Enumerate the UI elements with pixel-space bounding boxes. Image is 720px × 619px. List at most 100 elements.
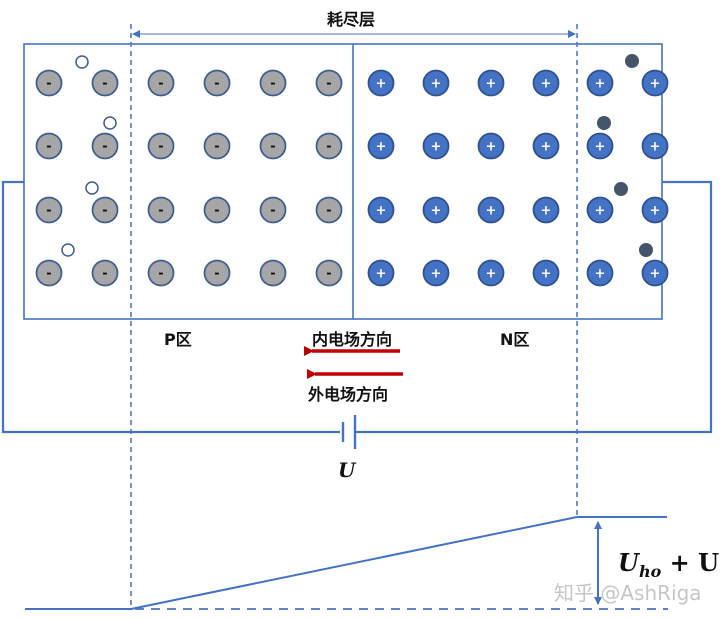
p-region-label: P区 [164, 330, 192, 349]
svg-text:-: - [270, 267, 275, 282]
electron-icon [597, 116, 611, 130]
negative-ion-icon: - [203, 132, 231, 160]
svg-text:+: + [541, 267, 552, 282]
negative-ion-icon: - [91, 69, 119, 97]
svg-text:-: - [214, 140, 219, 155]
hole-icon [85, 181, 99, 195]
positive-ion-icon: + [641, 196, 669, 224]
svg-text:-: - [102, 204, 107, 219]
svg-text:+: + [595, 267, 606, 282]
positive-ion-icon: + [586, 259, 614, 287]
svg-text:-: - [270, 140, 275, 155]
holes [61, 55, 117, 257]
positive-ion-icon: + [422, 196, 450, 224]
watermark: 知乎 @AshRiga [554, 581, 702, 605]
negative-ion-icon: - [91, 132, 119, 160]
potential-main: U [618, 548, 639, 577]
negative-ion-icon: - [203, 69, 231, 97]
positive-ion-icon: + [477, 132, 505, 160]
svg-text:-: - [270, 77, 275, 92]
depletion-layer-label: 耗尽层 [327, 10, 376, 29]
svg-text:-: - [214, 267, 219, 282]
svg-text:-: - [102, 267, 107, 282]
svg-text:+: + [431, 77, 442, 92]
positive-ion-icon: + [532, 259, 560, 287]
negative-ion-icon: - [203, 259, 231, 287]
potential-subscript: ho [638, 561, 662, 581]
positive-ion-icon: + [586, 69, 614, 97]
positive-ion-icon: + [641, 259, 669, 287]
positive-ion-icon: + [641, 132, 669, 160]
svg-text:-: - [46, 267, 51, 282]
circuit-wire-right [356, 180, 713, 434]
svg-text:-: - [214, 204, 219, 219]
negative-ion-icon: - [91, 196, 119, 224]
svg-text:-: - [158, 140, 163, 155]
hole-icon [103, 116, 117, 130]
positive-ion-icon: + [422, 69, 450, 97]
svg-text:+: + [431, 140, 442, 155]
svg-text:+: + [376, 77, 387, 92]
hole-icon [61, 243, 75, 257]
external-field-label: 外电场方向 [308, 385, 389, 404]
negative-ion-icon: - [259, 259, 287, 287]
negative-ion-icon: - [259, 132, 287, 160]
negative-ion-icon: - [147, 69, 175, 97]
negative-ion-icon: - [35, 132, 63, 160]
svg-text:-: - [326, 204, 331, 219]
svg-text:+: + [431, 267, 442, 282]
positive-ion-icon: + [422, 132, 450, 160]
negative-ion-icon: - [35, 196, 63, 224]
electron-icon [639, 243, 653, 257]
semiconductor-block [23, 43, 663, 320]
svg-text:-: - [326, 77, 331, 92]
svg-text:+: + [376, 267, 387, 282]
positive-ion-icon: + [586, 196, 614, 224]
svg-text:+: + [486, 140, 497, 155]
potential-suffix: + U [661, 548, 719, 577]
svg-text:+: + [431, 204, 442, 219]
negative-ion-icon: - [315, 259, 343, 287]
svg-text:-: - [46, 77, 51, 92]
negative-ion-icon: - [35, 69, 63, 97]
electrons [597, 54, 653, 257]
potential-graph [25, 516, 668, 610]
negative-ion-icon: - [315, 132, 343, 160]
circuit-wire [1, 180, 340, 434]
positive-ion-icon: + [532, 132, 560, 160]
hole-icon [75, 55, 89, 69]
potential-label: Uho + U [618, 548, 719, 581]
svg-text:-: - [326, 267, 331, 282]
svg-text:+: + [595, 204, 606, 219]
negative-ion-icon: - [147, 132, 175, 160]
positive-ion-icon: + [367, 69, 395, 97]
svg-text:+: + [650, 140, 661, 155]
svg-text:+: + [376, 140, 387, 155]
negative-ion-icon: - [203, 196, 231, 224]
electron-icon [614, 182, 628, 196]
svg-text:-: - [46, 204, 51, 219]
negative-ion-icon: - [259, 69, 287, 97]
positive-ion-icon: + [367, 259, 395, 287]
svg-text:-: - [158, 204, 163, 219]
internal-field-label: 内电场方向 [312, 330, 393, 349]
negative-ion-icon: - [35, 259, 63, 287]
voltage-label: U [338, 458, 356, 482]
svg-text:+: + [541, 204, 552, 219]
positive-ion-icon: + [586, 132, 614, 160]
positive-ion-icon: + [477, 69, 505, 97]
svg-text:-: - [158, 77, 163, 92]
positive-ion-icon: + [532, 196, 560, 224]
electron-icon [625, 54, 639, 68]
svg-text:-: - [158, 267, 163, 282]
negative-ion-icon: - [147, 259, 175, 287]
positive-ions: ++++++++++++++++++++++++ [367, 69, 669, 287]
svg-text:-: - [270, 204, 275, 219]
svg-text:+: + [650, 77, 661, 92]
svg-text:+: + [486, 77, 497, 92]
positive-ion-icon: + [477, 196, 505, 224]
positive-ion-icon: + [532, 69, 560, 97]
negative-ion-icon: - [315, 69, 343, 97]
positive-ion-icon: + [641, 69, 669, 97]
